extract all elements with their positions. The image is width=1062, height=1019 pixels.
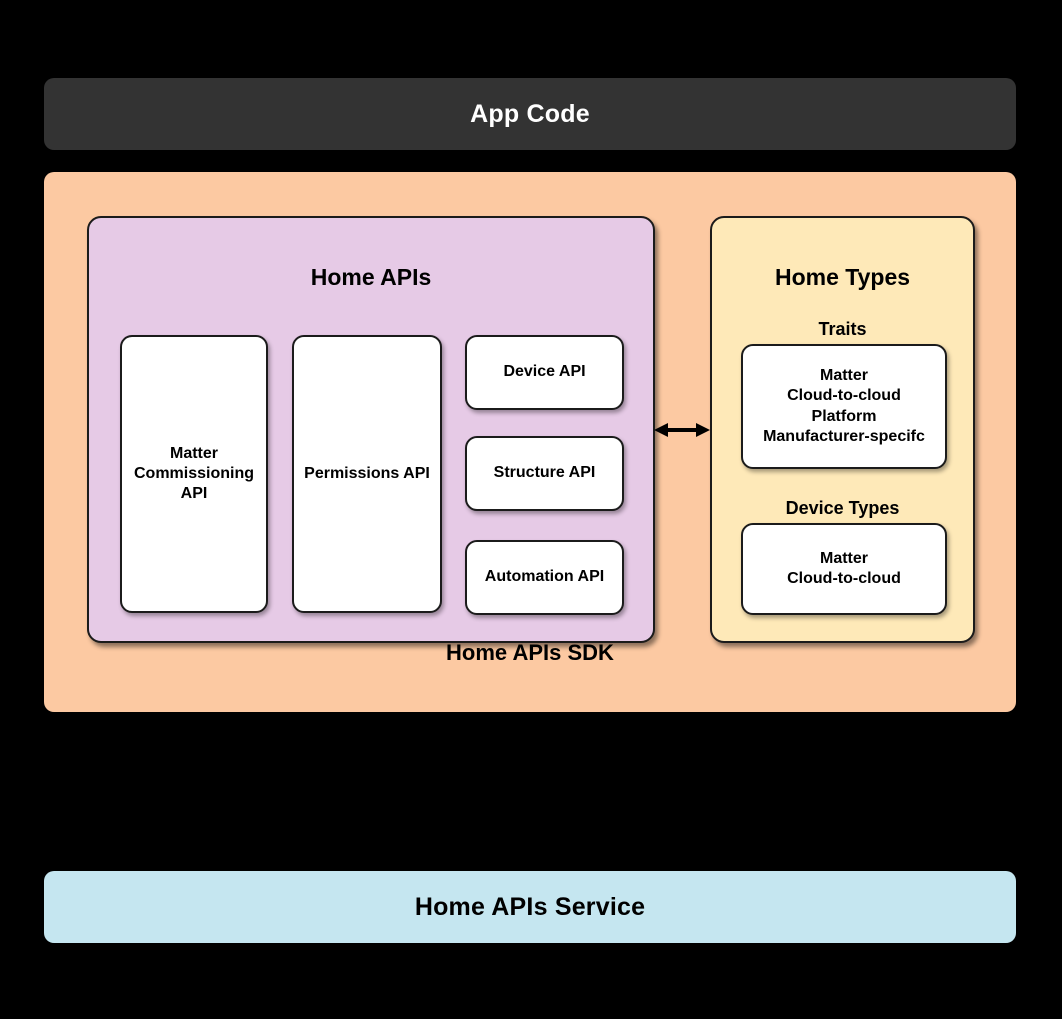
device-types-items-label: Matter Cloud-to-cloud	[787, 549, 901, 587]
home-apis-service-block: Home APIs Service	[44, 871, 1016, 943]
structure-api-box: Structure API	[465, 436, 624, 511]
device-api-box: Device API	[465, 335, 624, 410]
traits-box: Matter Cloud-to-cloud Platform Manufactu…	[741, 344, 947, 469]
home-types-title: Home Types	[774, 264, 911, 290]
permissions-api-box: Permissions API	[292, 335, 442, 613]
home-apis-sdk-label: Home APIs SDK	[446, 640, 614, 665]
home-types-panel: Home Types Traits Matter Cloud-to-cloud …	[710, 216, 975, 643]
home-apis-panel: Home APIs Matter Commissioning API Permi…	[87, 216, 655, 643]
home-apis-sdk-container: Home APIs Matter Commissioning API Permi…	[44, 172, 1016, 712]
device-api-label: Device API	[503, 363, 586, 381]
automation-api-box: Automation API	[465, 540, 624, 615]
device-types-section-title: Device Types	[785, 498, 900, 518]
traits-items-label: Matter Cloud-to-cloud Platform Manufactu…	[763, 367, 925, 445]
structure-api-label: Structure API	[493, 464, 596, 482]
home-apis-service-label: Home APIs Service	[414, 892, 646, 921]
bidirectional-arrow-icon	[654, 423, 710, 437]
permissions-api-label: Permissions API	[304, 464, 430, 482]
home-apis-title: Home APIs	[310, 264, 432, 290]
matter-commissioning-api-label: Matter Commissioning API	[133, 444, 254, 503]
device-types-box: Matter Cloud-to-cloud	[741, 523, 947, 615]
app-code-block: App Code	[44, 78, 1016, 150]
app-code-label: App Code	[470, 99, 590, 128]
automation-api-label: Automation API	[484, 568, 605, 586]
matter-commissioning-api-box: Matter Commissioning API	[120, 335, 268, 613]
traits-section-title: Traits	[818, 319, 867, 339]
